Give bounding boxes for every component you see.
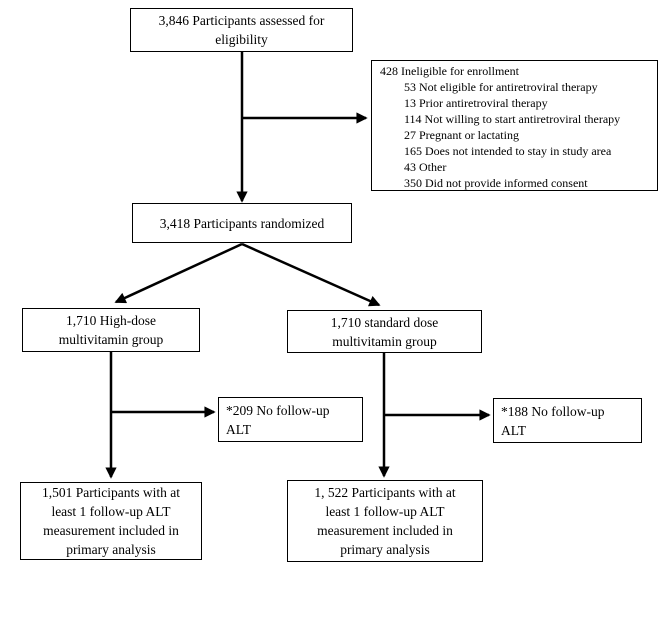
box-assessed-line: 3,846 Participants assessed for	[158, 13, 325, 28]
box-assessed-for-eligibility: 3,846 Participants assessed for eligibil…	[130, 8, 353, 52]
box-primary-high-line: primary analysis	[66, 542, 156, 557]
box-high-dose-line: 1,710 High-dose	[66, 313, 156, 328]
box-primary-standard-line: primary analysis	[340, 542, 430, 557]
box-assessed-line: eligibility	[215, 32, 268, 47]
box-standard-dose-line: 1,710 standard dose	[330, 314, 439, 330]
box-primary-standard-line: least 1 follow-up ALT	[325, 504, 445, 519]
box-standard-dose-group: 1,710 standard dose multivitamin group	[287, 310, 482, 353]
box-ineligible-for-enrollment: 428 Ineligible for enrollment 53 Not eli…	[371, 60, 658, 191]
box-ineligible-line: 13 Prior antiretroviral therapy	[404, 96, 548, 110]
box-primary-analysis-standard-dose: 1, 522 Participants with at least 1 foll…	[287, 480, 483, 562]
box-ineligible-line: 43 Other	[404, 160, 447, 174]
arrow-randomized-to-high-dose	[114, 242, 243, 304]
box-primary-high-line: 1,501 Participants with at	[42, 485, 180, 500]
box-high-dose-line: multivitamin group	[58, 332, 164, 347]
box-no-followup-high-line: *209 No follow-up	[226, 402, 330, 418]
box-primary-standard-line: measurement included in	[317, 523, 453, 538]
box-ineligible-line: 114 Not willing to start antiretroviral …	[404, 112, 621, 126]
box-no-followup-high-line: ALT	[226, 421, 252, 437]
box-ineligible-line: 27 Pregnant or lactating	[404, 128, 519, 142]
box-randomized-line: 3,418 Participants randomized	[159, 215, 325, 231]
box-no-followup-alt-high-dose: *209 No follow-up ALT	[218, 397, 363, 442]
box-primary-analysis-high-dose: 1,501 Participants with at least 1 follo…	[20, 482, 202, 560]
box-primary-high-line: measurement included in	[43, 523, 179, 538]
box-ineligible-line: 428 Ineligible for enrollment	[380, 64, 519, 78]
box-no-followup-standard-line: ALT	[501, 422, 527, 438]
box-no-followup-standard-line: *188 No follow-up	[501, 403, 605, 419]
box-randomized: 3,418 Participants randomized	[132, 203, 352, 243]
box-ineligible-line: 53 Not eligible for antiretroviral thera…	[404, 80, 598, 94]
box-ineligible-line: 350 Did not provide informed consent	[404, 176, 588, 190]
box-primary-standard-line: 1, 522 Participants with at	[314, 485, 456, 500]
box-ineligible-line: 165 Does not intended to stay in study a…	[404, 144, 612, 158]
box-primary-high-line: least 1 follow-up ALT	[51, 504, 171, 519]
arrow-randomized-to-standard-dose	[241, 242, 381, 307]
box-no-followup-alt-standard-dose: *188 No follow-up ALT	[493, 398, 642, 443]
box-high-dose-group: 1,710 High-dose multivitamin group	[22, 308, 200, 352]
box-standard-dose-line: multivitamin group	[332, 333, 437, 349]
